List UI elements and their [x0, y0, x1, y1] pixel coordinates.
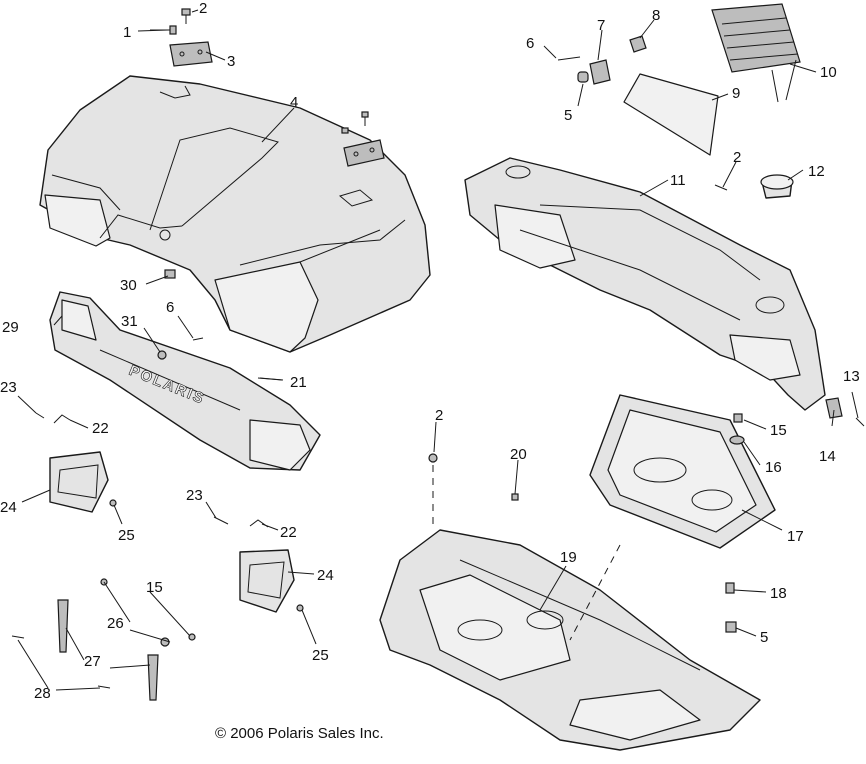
- callout-label: 18: [770, 585, 787, 602]
- callout-label: 25: [312, 647, 329, 664]
- callout-label: 29: [2, 319, 19, 336]
- leader-lines: [17, 9, 859, 691]
- callout-label: 20: [510, 446, 527, 463]
- callout-label: 23: [186, 487, 203, 504]
- callout-label: 15: [770, 422, 787, 439]
- fuel-cap-part: [760, 174, 794, 199]
- callout-label: 17: [787, 528, 804, 545]
- fastener-group-top: [557, 35, 647, 85]
- callout-label: 3: [227, 53, 235, 70]
- callout-label: 26: [107, 615, 124, 632]
- callout-label: 9: [732, 85, 740, 102]
- front-bumper-part: POLARIS: [49, 291, 321, 471]
- callout-label: 21: [290, 374, 307, 391]
- callout-label: 27: [84, 653, 101, 670]
- hinge-part-right: [343, 139, 385, 167]
- callout-label: 8: [652, 7, 660, 24]
- callout-label: 7: [597, 17, 605, 34]
- callout-label: 22: [92, 420, 109, 437]
- callout-label: 30: [120, 277, 137, 294]
- rear-rack-body-part: [464, 157, 826, 411]
- front-hood-part: [39, 75, 431, 353]
- callout-label: 2: [435, 407, 443, 424]
- callout-label: 19: [560, 549, 577, 566]
- callout-label: 12: [808, 163, 825, 180]
- storage-tray-part: [589, 394, 776, 549]
- copyright-notice: © 2006 Polaris Sales Inc.: [215, 725, 384, 742]
- callout-label: 5: [564, 107, 572, 124]
- callout-label: 14: [819, 448, 836, 465]
- callout-label: 25: [118, 527, 135, 544]
- callout-label: 16: [765, 459, 782, 476]
- callout-label: 23: [0, 379, 17, 396]
- callout-label: 13: [843, 368, 860, 385]
- callout-label: 6: [526, 35, 534, 52]
- callout-label: 5: [760, 629, 768, 646]
- light-housing-part-2: [239, 549, 295, 613]
- callout-label: 11: [670, 172, 686, 189]
- callout-label: 22: [280, 524, 297, 541]
- vent-grill-part: [711, 3, 801, 103]
- callout-label: 28: [34, 685, 51, 702]
- callout-label: 4: [290, 94, 298, 111]
- callout-label: 10: [820, 64, 837, 81]
- callout-label: 15: [146, 579, 163, 596]
- callout-labels: 1 2 3 4 5 6 7 8 9 10 11 2 12 30 6 29 31 …: [0, 0, 860, 702]
- callout-label: 31: [121, 313, 138, 330]
- callout-label: 6: [166, 299, 174, 316]
- callout-label: 2: [199, 0, 207, 17]
- callout-label: 24: [317, 567, 334, 584]
- light-housing-part: [49, 451, 109, 513]
- callout-label: 24: [0, 499, 17, 516]
- gasket-part: [623, 73, 719, 156]
- misc-small-parts: [11, 184, 865, 701]
- callout-label: 1: [123, 24, 131, 41]
- callout-label: 2: [733, 149, 741, 166]
- hinge-part: [169, 41, 213, 67]
